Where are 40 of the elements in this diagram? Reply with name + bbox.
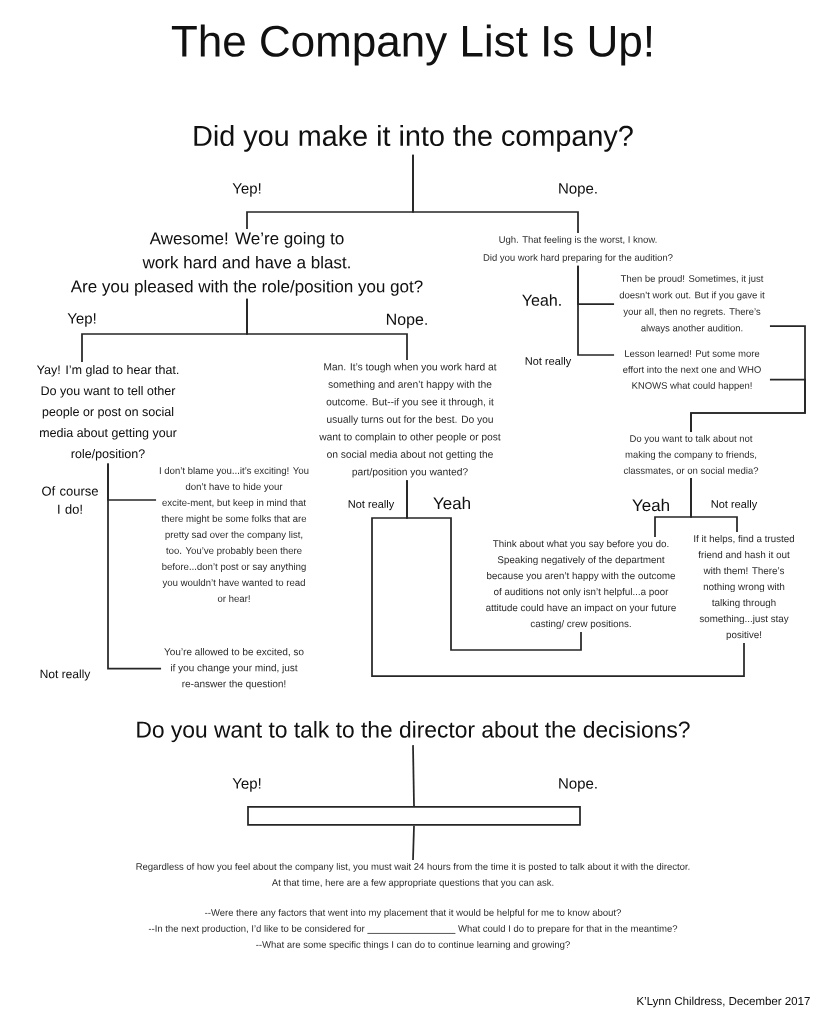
note-text: Regardless of how you feel about the company list, you must wait 24 hours from the time it is posted to talk about it with the director. At that time, here are a few appropriate questions that you can ask. --Were there any factors that went into my placement that it would be helpful for me to know about? --In the next production, I’d like to be considered for What could I do to prepare for that in the meantime? --What are some specific things I can do to continue learning and growing? [136,862,690,950]
message-text: Think about what you say before you do. Speaking negatively of the department because you aren’t happy with the outcome of auditions not only isn’t helpful...a poor attitude could have an impact on your future casting/ crew positions. [486,539,676,630]
edge-label: Not really [40,669,91,681]
message-text: Awesome! We’re going to work hard and have a blast. Are you pleased with the role/position you got? [70,231,423,296]
empty-box [247,806,581,826]
message-text: Do you want to talk about not making the company to friends, classmates, or on social media? [623,434,759,476]
edge-label: Not really [348,499,395,511]
edge-label: Yep! [67,313,96,327]
connector-line [412,824,415,861]
signature: K’Lynn Childress, December 2017 [637,996,810,1008]
edge-label: Yeah [632,498,669,512]
title: The Company List Is Up! [171,24,651,66]
edge-label: Yep! [232,183,261,197]
edge-label: Of course I do! [42,486,98,514]
connector-line [406,479,582,651]
message-text: Yay! I’m glad to hear that. Do you want to tell other people or post on social media about getting your role/position? [36,364,179,461]
message-text: If it helps, find a trusted friend and hash it out with them! There’s nothing wrong with talking through something...just stay positive! [694,534,795,641]
question-heading: Did you make it into the company? [194,124,633,152]
message-text: Then be proud! Sometimes, it just doesn’t work out. But if you gave it your all, then no regrets. There’s always another audition. [619,274,765,334]
connector-line [107,462,162,670]
question-heading: Do you want to talk to the director about the decisions? [137,720,690,743]
answer-label: Nope. [559,778,597,792]
message-text: Man. It’s tough when you work hard at something and aren’t happy with the outcome. But--if you see it through, it usually turns out for the best. Do you want to complain to other people or post on social media about not getting the part/position you wanted? [319,362,501,478]
edge-label: Nope. [559,183,597,197]
edge-label: Yeah [433,496,470,510]
message-text: Lesson learned! Put some more effort into the next one and WHO KNOWS what could happen! [623,349,761,391]
connector-line [690,378,806,433]
edge-label: Not really [525,356,572,368]
connector-line [577,264,615,356]
connector-line [412,744,415,807]
message-text: Ugh. That feeling is the worst, I know. Did you work hard preparing for the audition? [483,235,673,263]
edge-label: Yeah. [522,294,561,306]
connector-line [412,153,579,234]
connector-line [690,477,738,533]
connector-line [246,297,408,361]
answer-label: Yep! [232,778,261,792]
message-text: I don’t blame you...it’s exciting! You don’t have to hide your excite-ment, but keep in mind that there might be some folks that are pretty sad over the company list, too. You’ve probably been there before...don’t post or say anything you wouldn’t have wanted to read or hear! [159,466,309,602]
edge-label: Nope. [386,313,427,329]
edge-label: Not really [711,499,758,511]
message-text: You’re allowed to be excited, so if you change your mind, just re-answer the question! [164,647,304,690]
